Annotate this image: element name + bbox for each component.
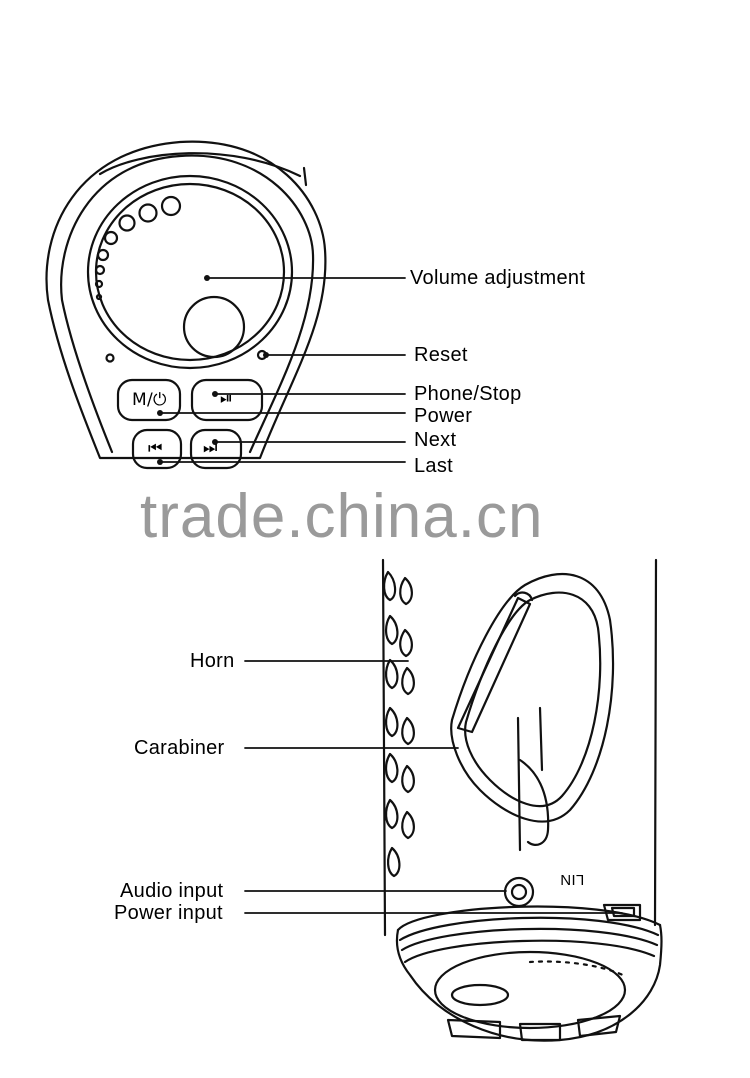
label-audio-input: Audio input bbox=[120, 880, 224, 902]
bottom-leader-lines bbox=[244, 660, 623, 914]
port-label: LIN bbox=[560, 871, 585, 888]
label-power: Power bbox=[414, 405, 473, 427]
side-view-drawing bbox=[381, 558, 663, 1042]
top-leader-lines bbox=[159, 277, 406, 463]
label-carabiner: Carabiner bbox=[134, 737, 225, 759]
leader-endpoints bbox=[157, 275, 269, 465]
phone-play-mark: ⏯ bbox=[220, 388, 234, 407]
prev-mark: ⏮ bbox=[148, 438, 163, 457]
label-next: Next bbox=[414, 429, 457, 451]
watermark: trade.china.cn bbox=[140, 482, 544, 551]
mode-power-mark: M/⏻ bbox=[132, 390, 167, 410]
label-volume-adjustment: Volume adjustment bbox=[410, 267, 586, 289]
label-power-input: Power input bbox=[114, 902, 223, 924]
next-mark: ⏭ bbox=[203, 438, 218, 457]
label-last: Last bbox=[414, 455, 454, 477]
front-panel-drawing bbox=[45, 140, 327, 470]
label-horn: Horn bbox=[190, 650, 235, 672]
label-phone-stop: Phone/Stop bbox=[414, 383, 522, 405]
label-reset: Reset bbox=[414, 344, 468, 366]
